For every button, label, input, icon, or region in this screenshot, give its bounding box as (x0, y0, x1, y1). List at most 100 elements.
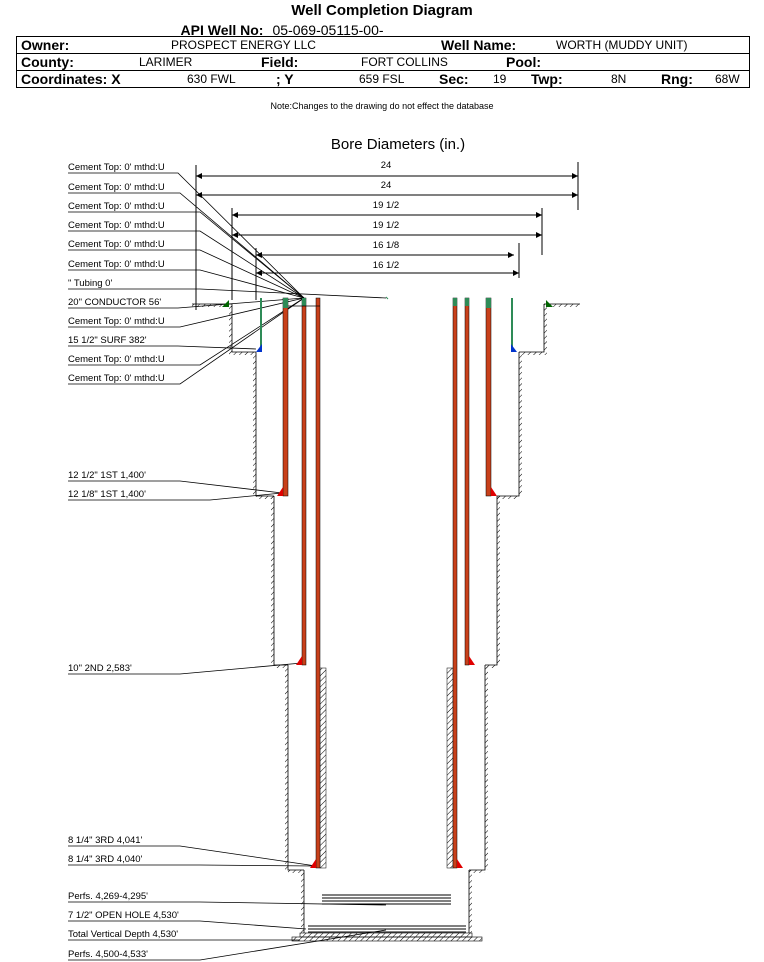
hatch-2nd-ledge-left (274, 665, 288, 668)
surface-casing-left (282, 297, 289, 497)
conductor-shoe-left (256, 344, 262, 352)
label-cement-top-1: Cement Top: 0' mthd:U (68, 162, 165, 173)
cement-hatch-left (319, 667, 327, 869)
shoe-1st-right (469, 656, 475, 665)
surface-shoe-left (277, 487, 283, 496)
ground-marker-left (222, 300, 229, 307)
api-label: API Well No: (180, 22, 264, 38)
field-value: FORT COLLINS (361, 55, 448, 69)
label-cement-top-9: Cement Top: 0' mthd:U (68, 373, 165, 384)
well-name-value: WORTH (MUDDY UNIT) (556, 38, 688, 52)
label-3rd-a: 8 1/4" 3RD 4,041' (68, 835, 143, 846)
casing-strings (260, 297, 513, 869)
rng-value: 68W (715, 72, 740, 86)
field-label: Field: (261, 54, 299, 70)
shoe-1st-left (296, 656, 302, 665)
y-value: 659 FSL (359, 72, 405, 86)
hatch-1st-ledge-left (256, 496, 274, 499)
bore-diameters-title: Bore Diameters (in.) (331, 136, 465, 153)
bore-dim-6: 16 1/2 (373, 260, 399, 271)
cement-hatch-right (446, 667, 454, 869)
casing-1st-top-left (302, 298, 306, 306)
county-label: County: (21, 54, 74, 70)
bottom-plate (299, 932, 473, 938)
diagram-title: Well Completion Diagram (291, 2, 473, 19)
hatch-3rd-ledge-left (288, 870, 304, 873)
bore-dim-4: 19 1/2 (373, 220, 399, 231)
coordinates-label: Coordinates: X (21, 71, 121, 87)
label-perfs-1: Perfs. 4,269-4,295' (68, 891, 148, 902)
casing-2nd-top-right (453, 298, 457, 306)
hatch-3rd-ledge-right (469, 870, 485, 873)
label-3rd-b: 8 1/4" 3RD 4,040' (68, 854, 143, 865)
bore-dim-1: 24 (381, 160, 392, 171)
county-value: LARIMER (139, 55, 193, 69)
twp-label: Twp: (531, 71, 563, 87)
casing-2nd-left (315, 297, 321, 869)
bore-dimension-values: 24 24 19 1/2 19 1/2 16 1/8 16 1/2 (373, 160, 399, 271)
hatch-1st-wall-left (271, 496, 274, 665)
api-value: 05-069-05115-00- (272, 22, 384, 38)
database-note: Note:Changes to the drawing do not effec… (270, 101, 494, 111)
ground-marker-right (546, 300, 553, 307)
perforations (308, 894, 466, 933)
bore-dim-5: 16 1/8 (373, 240, 399, 251)
owner-label: Owner: (21, 37, 70, 53)
y-label: ; Y (276, 71, 294, 87)
depth-labels: Cement Top: 0' mthd:U Cement Top: 0' mth… (68, 162, 179, 960)
casing-2nd-right (452, 297, 458, 869)
conductor-shoe-right (511, 344, 517, 352)
label-cement-top-8: Cement Top: 0' mthd:U (68, 354, 165, 365)
surface-casing-top-right (486, 298, 491, 308)
hatch-open-wall-right (469, 870, 472, 933)
hatch-cond-wall-right (544, 304, 547, 355)
ground-hatch-right (544, 304, 580, 307)
sec-label: Sec: (439, 71, 469, 87)
shoe-2nd-left (310, 859, 316, 868)
ground-hatch-left (192, 304, 232, 307)
casing-1st-top-right (465, 298, 469, 306)
label-tubing: " Tubing 0' (68, 278, 112, 289)
label-total-depth: Total Vertical Depth 4,530' (68, 929, 178, 940)
hatch-2nd-wall-left (285, 665, 288, 870)
leader-lines (68, 172, 387, 961)
hatch-surf-wall-right (519, 352, 522, 496)
well-name-label: Well Name: (441, 37, 517, 53)
bore-dim-3: 19 1/2 (373, 200, 399, 211)
hatch-1st-ledge-right (497, 496, 519, 499)
owner-value: PROSPECT ENERGY LLC (171, 38, 316, 52)
surface-casing-top-left (283, 298, 288, 308)
total-depth-plate (291, 936, 483, 942)
hatch-cond-right (519, 352, 544, 355)
label-2nd: 10" 2ND 2,583' (68, 663, 132, 674)
sec-value: 19 (493, 72, 507, 86)
label-cement-top-2: Cement Top: 0' mthd:U (68, 182, 165, 193)
bore-dimension-lines (195, 162, 579, 310)
tubing-marker (385, 296, 389, 300)
label-1st-a: 12 1/2" 1ST 1,400' (68, 470, 146, 481)
hatch-surf-wall-left (253, 352, 256, 496)
x-value: 630 FWL (187, 72, 236, 86)
conductor-casing-right (511, 298, 513, 352)
hatch-2nd-wall-right (485, 665, 488, 870)
hatch-1st-wall-right (497, 496, 500, 665)
label-conductor: 20" CONDUCTOR 56' (68, 297, 161, 308)
surface-shoe-right (491, 487, 497, 496)
shoe-2nd-right (457, 859, 463, 868)
bore-dim-2: 24 (381, 180, 392, 191)
hatch-cond-wall-left (229, 304, 232, 355)
label-cement-top-5: Cement Top: 0' mthd:U (68, 239, 165, 250)
hatch-2nd-ledge-right (485, 665, 497, 668)
conductor-casing-left (260, 298, 262, 352)
casing-1st-left (301, 297, 307, 666)
label-surface-casing: 15 1/2" SURF 382' (68, 335, 147, 346)
label-perfs-2: Perfs. 4,500-4,533' (68, 949, 148, 960)
label-cement-top-6: Cement Top: 0' mthd:U (68, 259, 165, 270)
hatch-cond-left (232, 352, 256, 355)
casing-1st-right (464, 297, 470, 666)
twp-value: 8N (611, 72, 627, 86)
label-cement-top-3: Cement Top: 0' mthd:U (68, 201, 165, 212)
label-cement-top-7: Cement Top: 0' mthd:U (68, 316, 165, 327)
casing-shoes (222, 300, 553, 868)
